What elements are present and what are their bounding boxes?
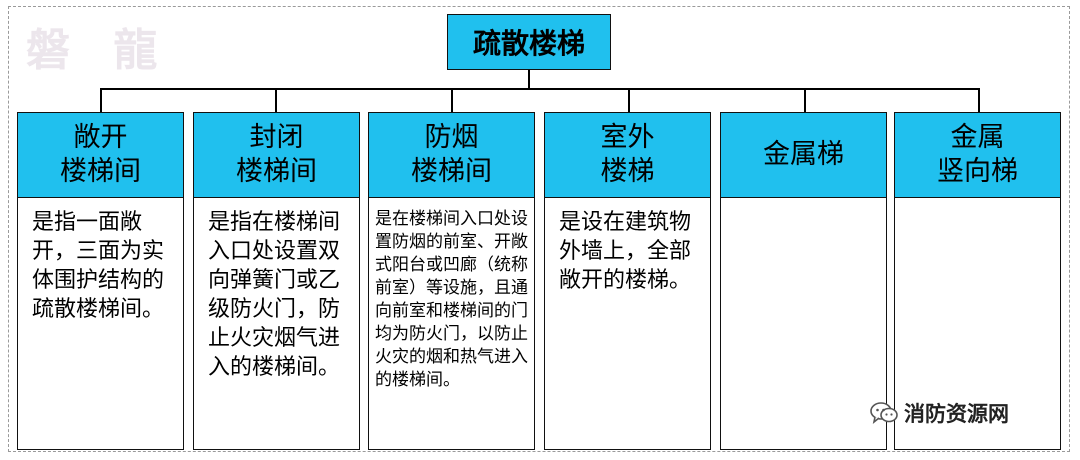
- wechat-icon: [870, 401, 898, 425]
- diagram-frame: [8, 6, 1070, 452]
- category-description: [895, 198, 1060, 208]
- category-title-line: 防烟: [424, 122, 479, 153]
- connector-root-stem: [528, 70, 530, 89]
- connector-col-4: [628, 88, 630, 112]
- connector-horizontal: [100, 88, 980, 90]
- category-title: 金属梯: [721, 113, 886, 198]
- category-title: 敞开 楼梯间: [18, 113, 183, 198]
- connector-col-6: [978, 88, 980, 112]
- connector-col-2: [275, 88, 277, 112]
- category-title-line: 金属梯: [763, 139, 844, 170]
- category-title-line: 竖向梯: [937, 156, 1018, 187]
- category-metal-stair: 金属梯: [720, 112, 887, 450]
- watermark: 磐 龍: [26, 25, 172, 76]
- connector-col-1: [100, 88, 102, 112]
- category-title-line: 室外: [600, 122, 655, 153]
- category-title-line: 金属: [950, 122, 1005, 153]
- category-title: 防烟 楼梯间: [369, 113, 534, 198]
- category-description: 是指在楼梯间入口处设置双向弹簧门或乙级防火门，防止火灾烟气进入的楼梯间。: [208, 210, 341, 380]
- category-outdoor-stair: 室外 楼梯 是设在建筑物外墙上，全部敞开的楼梯。: [544, 112, 711, 450]
- category-description: [721, 198, 886, 208]
- category-title: 金属 竖向梯: [895, 113, 1060, 198]
- category-enclosed-stairwell: 封闭 楼梯间 是指在楼梯间入口处设置双向弹簧门或乙级防火门，防止火灾烟气进入的楼…: [193, 112, 360, 450]
- category-title-line: 楼梯间: [60, 156, 141, 187]
- category-description: 是设在建筑物外墙上，全部敞开的楼梯。: [559, 210, 692, 293]
- category-title-line: 封闭: [249, 122, 304, 153]
- category-title: 室外 楼梯: [545, 113, 710, 198]
- category-description: 是在楼梯间入口处设置防烟的前室、开敞式阳台或凹廊（统称前室）等设施，且通向前室和…: [375, 209, 528, 390]
- category-metal-vertical-ladder: 金属 竖向梯: [894, 112, 1061, 450]
- category-title-line: 楼梯间: [411, 156, 492, 187]
- category-open-stairwell: 敞开 楼梯间 是指一面敞开，三面为实体围护结构的疏散楼梯间。: [17, 112, 184, 450]
- category-description: 是指一面敞开，三面为实体围护结构的疏散楼梯间。: [32, 210, 165, 322]
- category-title: 封闭 楼梯间: [194, 113, 359, 198]
- connector-col-3: [451, 88, 453, 112]
- root-node: 疏散楼梯: [447, 14, 611, 70]
- brand-watermark: 消防资源网: [870, 398, 1009, 428]
- connector-col-5: [804, 88, 806, 112]
- category-title-line: 敞开: [73, 122, 128, 153]
- category-smokeproof-stairwell: 防烟 楼梯间 是在楼梯间入口处设置防烟的前室、开敞式阳台或凹廊（统称前室）等设施…: [368, 112, 535, 450]
- brand-text: 消防资源网: [904, 402, 1009, 426]
- category-title-line: 楼梯间: [236, 156, 317, 187]
- category-title-line: 楼梯: [600, 156, 655, 187]
